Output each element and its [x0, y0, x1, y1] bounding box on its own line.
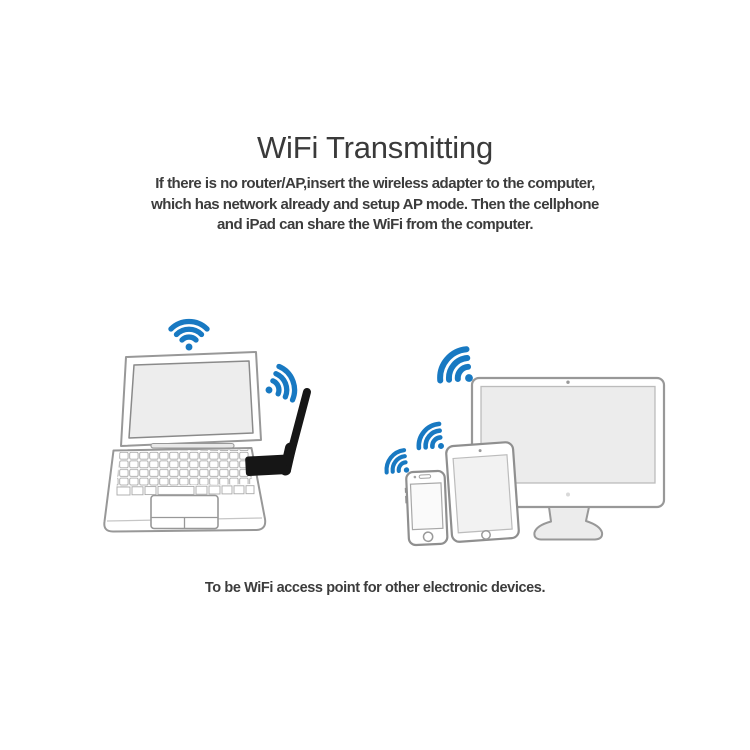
phone-camera-dot — [413, 475, 417, 479]
tablet — [445, 441, 520, 543]
footer-caption: To be WiFi access point for other electr… — [204, 580, 546, 596]
tablet-screen — [452, 454, 513, 534]
description-line-1: If there is no router/AP,insert the wire… — [155, 175, 595, 192]
wifi-signal-icon-at-antenna — [259, 364, 299, 408]
description: If there is no router/AP,insert the wire… — [0, 174, 750, 236]
phone-earpiece — [418, 474, 432, 479]
laptop-trackpad — [150, 494, 219, 530]
laptop-keyboard-bottom-row — [116, 485, 255, 496]
smartphone — [404, 469, 449, 547]
wifi-signal-icon-above-laptop — [171, 321, 207, 350]
laptop-keyboard — [116, 449, 253, 487]
header: WiFi Transmitting If there is no router/… — [0, 129, 750, 236]
laptop — [103, 351, 267, 533]
page-title: WiFi Transmitting — [256, 130, 494, 165]
monitor-stand — [533, 506, 604, 541]
tablet-camera-dot — [478, 449, 482, 453]
description-line-3: and iPad can share the WiFi from the com… — [216, 216, 534, 233]
laptop-screen — [128, 360, 254, 439]
laptop-trackpad-buttons — [151, 516, 218, 529]
monitor-camera-dot — [566, 380, 570, 384]
description-line-2: which has network already and setup AP m… — [151, 195, 599, 213]
phone-home-button — [422, 531, 434, 543]
desktop-monitor — [470, 376, 666, 541]
laptop-hinge — [150, 442, 235, 449]
monitor-chin-logo-dot — [566, 492, 570, 497]
usb-wifi-adapter — [245, 388, 311, 477]
tablet-home-button — [481, 529, 491, 540]
antenna-rod — [284, 388, 311, 466]
phone-screen — [409, 482, 444, 531]
usb-adapter-body — [245, 454, 291, 477]
